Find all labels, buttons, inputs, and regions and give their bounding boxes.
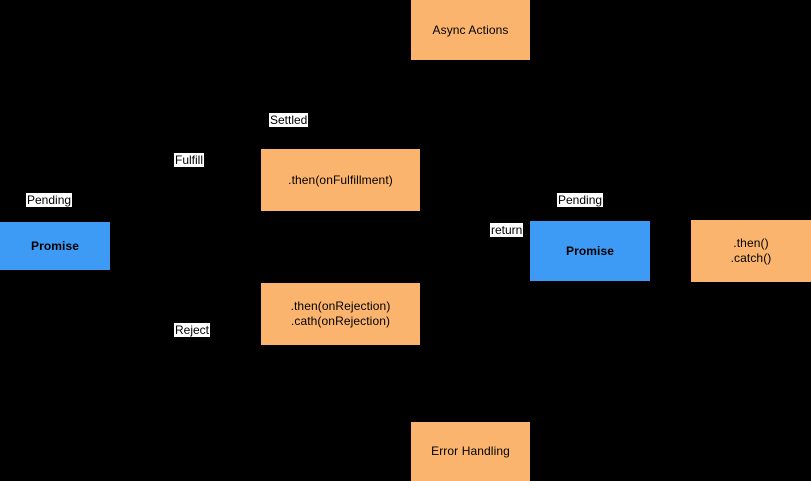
node-async-actions-line-0: Async Actions: [432, 22, 509, 37]
node-then-catch-on-rejection[interactable]: .then(onRejection).cath(onRejection): [261, 283, 420, 345]
edge-label-return: return: [490, 223, 524, 237]
node-promise-left-line-0: Promise: [30, 238, 80, 253]
node-error-handling[interactable]: Error Handling: [411, 422, 530, 481]
node-promise-left[interactable]: Promise: [0, 222, 110, 270]
edge-label-fulfill: Fulfill: [174, 153, 205, 167]
node-async-actions[interactable]: Async Actions: [411, 0, 530, 60]
node-then-catch-line-1: .catch(): [730, 251, 772, 265]
node-then-on-fulfillment[interactable]: .then(onFulfillment): [261, 149, 420, 211]
node-promise-right-line-0: Promise: [565, 243, 615, 258]
edge-label-pending-left: Pending: [26, 193, 73, 207]
edge-label-reject: Reject: [174, 323, 211, 337]
node-promise-right[interactable]: Promise: [530, 221, 650, 281]
edge-label-pending-right: Pending: [557, 193, 604, 207]
node-then-on-fulfillment-line-0: .then(onFulfillment): [288, 172, 393, 187]
node-then-catch-on-rejection-line-1: .cath(onRejection): [290, 314, 391, 328]
node-error-handling-line-0: Error Handling: [431, 444, 510, 458]
node-then-catch-line-0: .then(): [733, 236, 769, 250]
edge-label-settled: Settled: [269, 113, 309, 127]
node-then-catch-on-rejection-line-0: .then(onRejection): [290, 299, 391, 313]
node-then-catch[interactable]: .then().catch(): [691, 220, 811, 282]
